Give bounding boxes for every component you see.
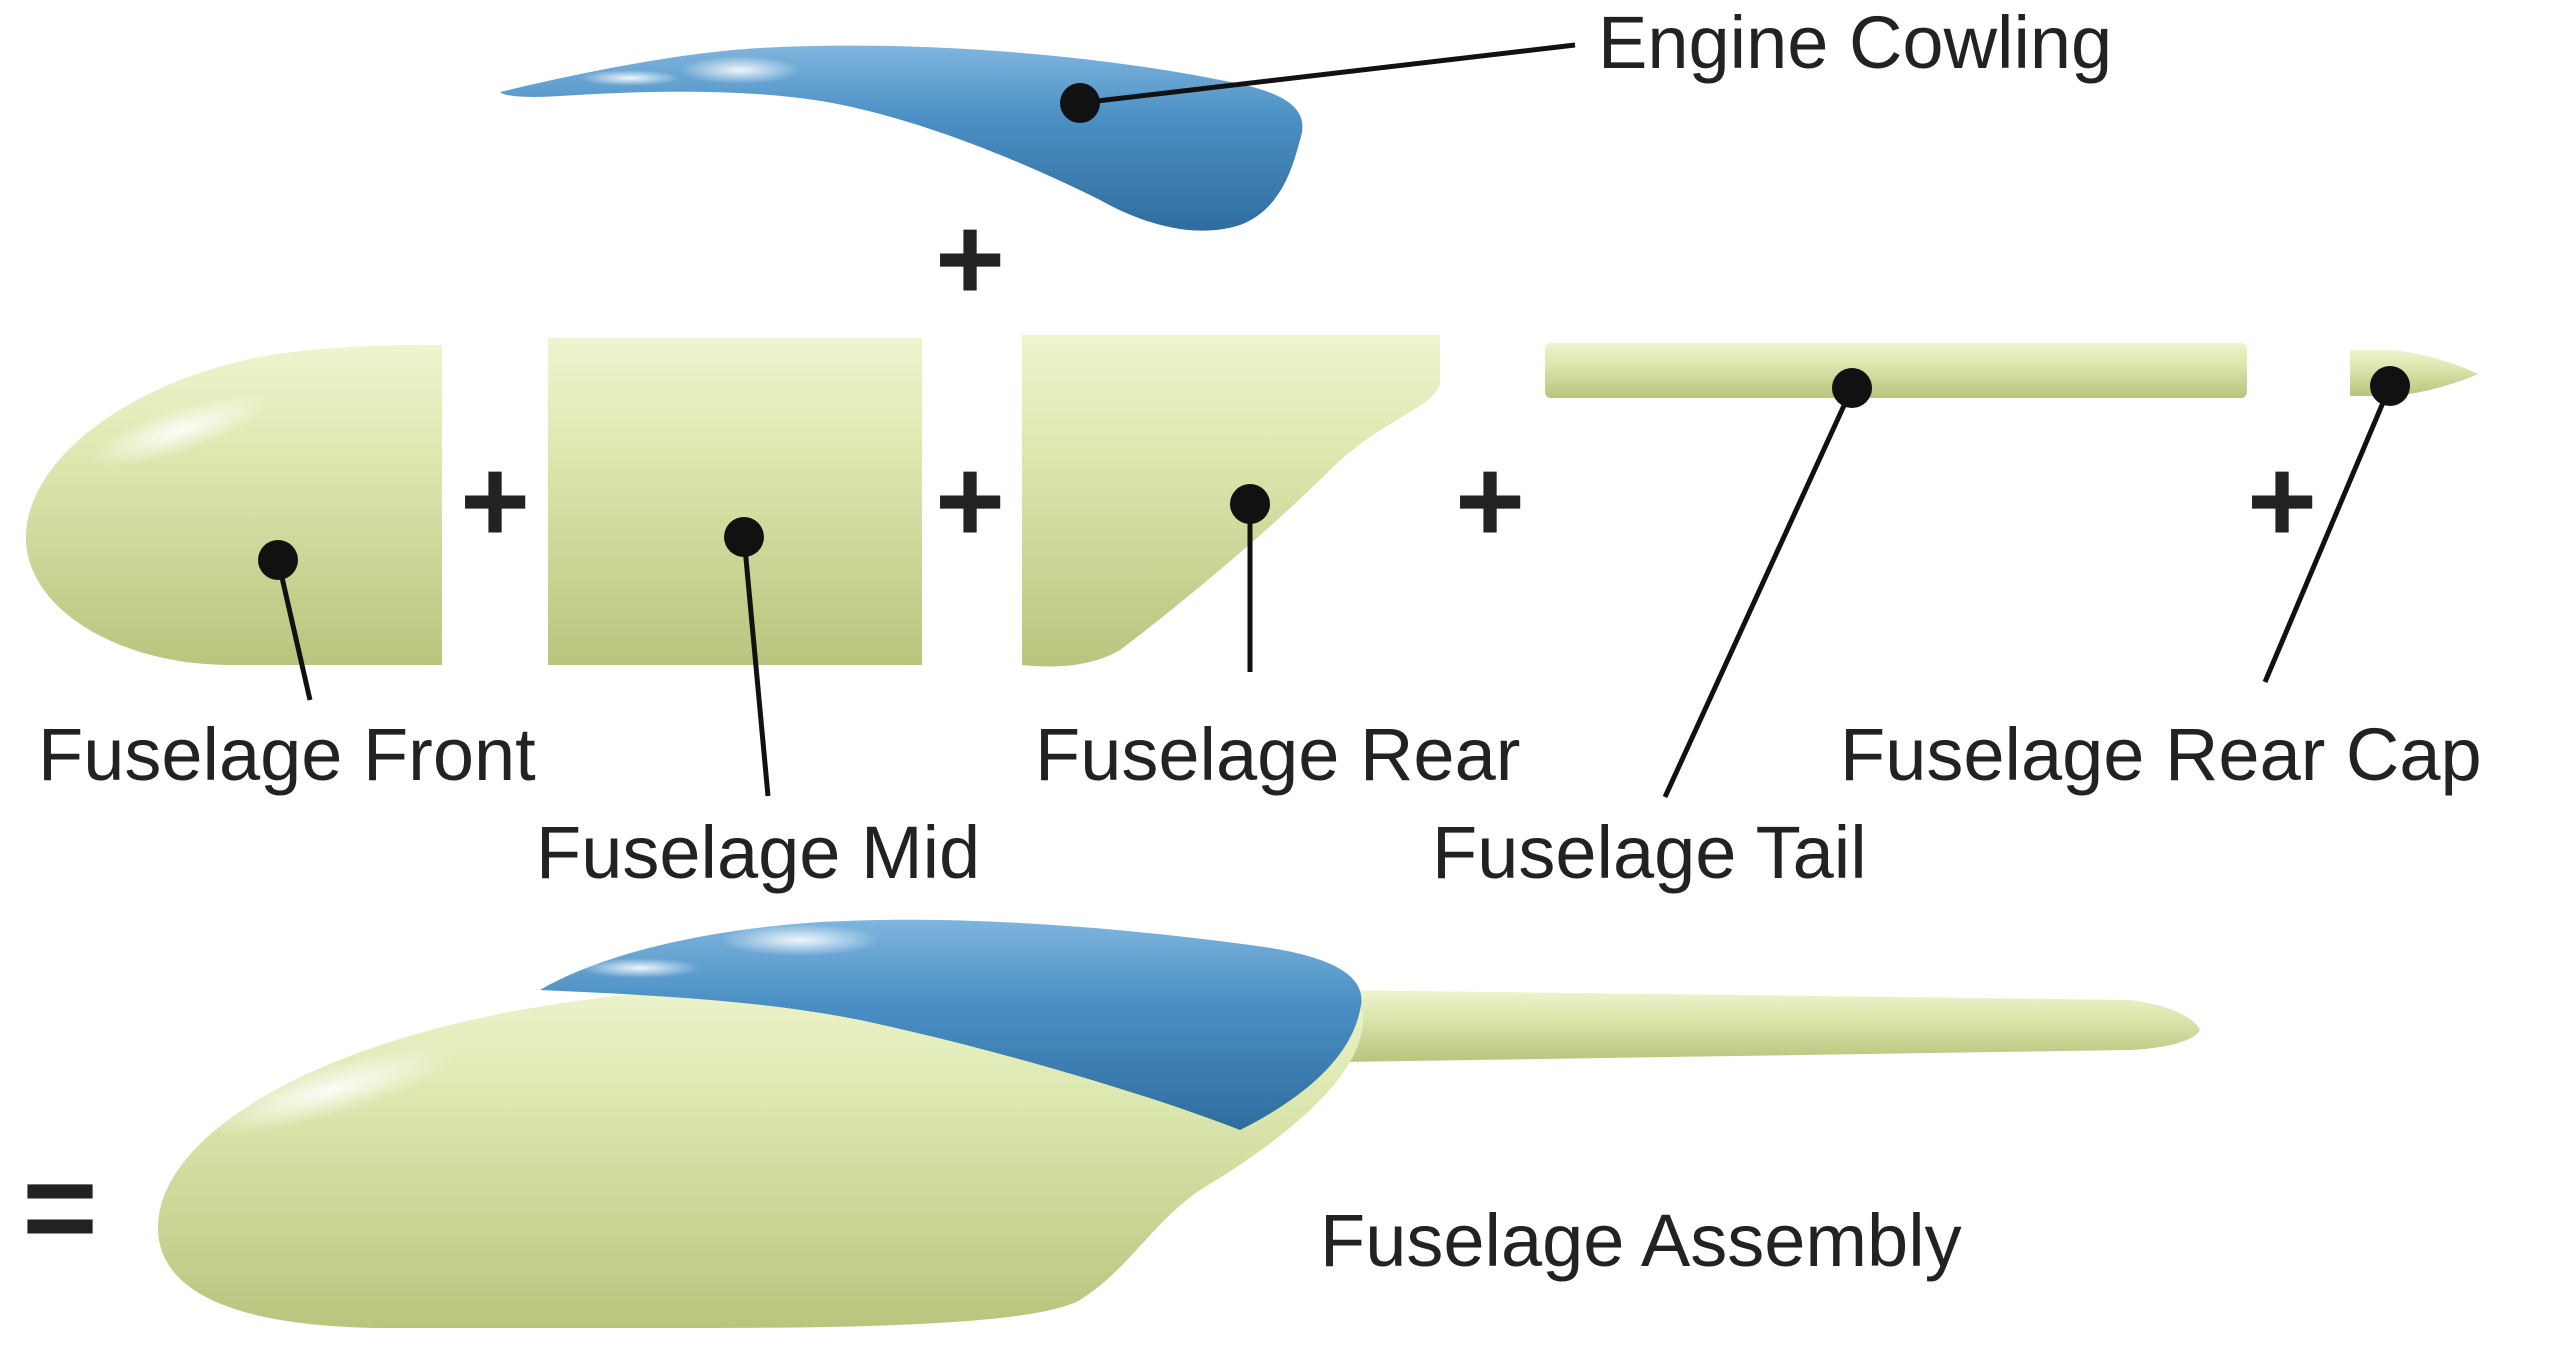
engine-cowling-part: [500, 45, 1303, 231]
label-engine-cowling: Engine Cowling: [1598, 1, 2112, 84]
leader-engine-cowling: [1060, 42, 1576, 123]
leader-fuselage-mid: [724, 517, 771, 797]
leader-fuselage-front: [258, 540, 313, 701]
label-fuselage-tail: Fuselage Tail: [1432, 811, 1867, 894]
label-fuselage-rear-cap: Fuselage Rear Cap: [1840, 713, 2482, 796]
label-fuselage-front: Fuselage Front: [38, 713, 536, 796]
leader-fuselage-rear: [1230, 484, 1270, 672]
label-fuselage-rear: Fuselage Rear: [1035, 713, 1520, 796]
plus-sign-front-mid: +: [460, 434, 530, 568]
label-fuselage-mid: Fuselage Mid: [536, 811, 980, 894]
leader-fuselage-tail: [1662, 368, 1872, 799]
equals-sign: =: [22, 1134, 98, 1280]
fuselage-tail-part: [1545, 343, 2247, 398]
plus-sign-tail-cap: +: [2247, 434, 2317, 568]
plus-sign-rear-tail: +: [1455, 434, 1525, 568]
fuselage-mid-part: [548, 338, 922, 665]
leader-fuselage-rear-cap: [2262, 366, 2410, 683]
fuselage-assembly-part: [157, 919, 2200, 1328]
plus-sign-mid-rear: +: [935, 434, 1005, 568]
fuselage-rear-cap-part: [2350, 350, 2478, 396]
plus-sign-cowling: +: [935, 192, 1005, 326]
label-fuselage-assembly: Fuselage Assembly: [1320, 1199, 1962, 1282]
fuselage-front-part: [25, 345, 442, 665]
